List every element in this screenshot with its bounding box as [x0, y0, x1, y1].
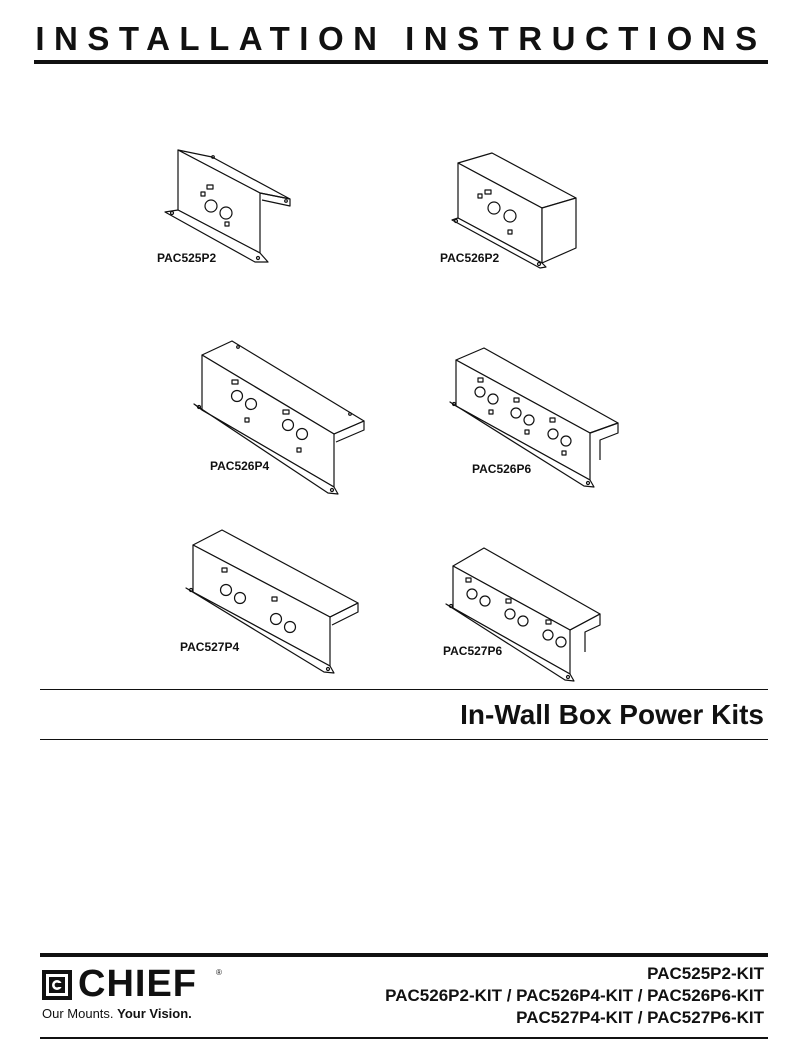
power-box-2-outlet-closed-icon: [451, 152, 577, 269]
title-rule-bottom: [40, 739, 768, 740]
page-end-rule: [40, 1037, 768, 1039]
model-label: PAC525P2: [157, 251, 217, 265]
tagline-part: Our Mounts.: [42, 1006, 118, 1021]
power-box-4-outlet-icon: [193, 340, 365, 495]
power-box-4-outlet-icon: [185, 529, 359, 674]
model-label: PAC526P4: [210, 459, 270, 473]
document-title: INSTALLATION INSTRUCTIONS: [35, 20, 767, 57]
power-box-6-outlet-icon: [445, 547, 601, 682]
title-rule-top: [40, 689, 768, 690]
model-label: PAC526P2: [440, 251, 500, 265]
product-title: In-Wall Box Power Kits: [460, 699, 764, 730]
model-label: PAC527P4: [180, 640, 240, 654]
chief-logo-icon: [42, 970, 72, 1000]
registered-mark: ®: [216, 968, 222, 977]
footer-rule: [40, 953, 768, 957]
header-rule: [34, 60, 768, 64]
tagline-emphasis: Your Vision.: [117, 1006, 192, 1021]
kit-line: PAC527P4-KIT / PAC527P6-KIT: [516, 1008, 764, 1027]
power-box-2-outlet-open-icon: [164, 149, 291, 263]
kit-model-list: PAC525P2-KIT PAC526P2-KIT / PAC526P4-KIT…: [385, 963, 764, 1029]
kit-line: PAC525P2-KIT: [647, 964, 764, 983]
brand-name: CHIEF: [78, 963, 197, 1005]
power-box-6-outlet-icon: [449, 347, 619, 488]
brand-logo: CHIEF ® Our Mounts. Your Vision.: [42, 963, 232, 1026]
model-label: PAC527P6: [443, 644, 503, 658]
model-label: PAC526P6: [472, 462, 532, 476]
product-figures: [164, 149, 619, 682]
brand-tagline: Our Mounts. Your Vision.: [42, 1006, 192, 1022]
kit-line: PAC526P2-KIT / PAC526P4-KIT / PAC526P6-K…: [385, 986, 764, 1005]
